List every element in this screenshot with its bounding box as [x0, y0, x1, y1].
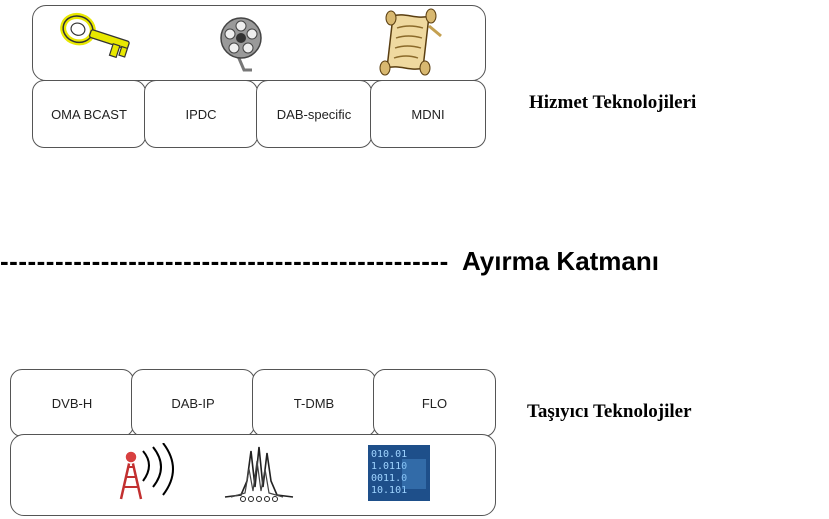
box-flo: FLO [373, 369, 496, 437]
svg-text:10.101: 10.101 [371, 485, 407, 496]
broadcast-antenna-icon [119, 443, 174, 500]
carrier-technologies-label: Taşıyıcı Teknolojiler [527, 401, 692, 422]
key-icon [60, 12, 130, 59]
separation-layer-line: ----------------------------------------… [0, 246, 829, 277]
carrier-icons-panel: 010.01 1.0110 0011.0 10.101 [10, 434, 496, 516]
film-reel-icon [220, 17, 262, 72]
svg-text:010.01: 010.01 [371, 449, 407, 460]
box-oma-bcast: OMA BCAST [32, 80, 146, 148]
service-icons-panel [32, 5, 486, 81]
digital-data-icon: 010.01 1.0110 0011.0 10.101 [368, 445, 430, 501]
service-technologies-label: Hizmet Teknolojileri [529, 92, 697, 113]
box-t-dmb: T-DMB [252, 369, 376, 437]
separator-dashes: ----------------------------------------… [0, 246, 449, 276]
box-mdni: MDNI [370, 80, 486, 148]
signal-spectrum-icon [224, 446, 294, 502]
svg-text:0011.0: 0011.0 [371, 473, 407, 484]
box-dab-ip: DAB-IP [131, 369, 255, 437]
svg-text:1.0110: 1.0110 [371, 461, 407, 472]
box-ipdc: IPDC [144, 80, 258, 148]
scroll-icon [379, 8, 442, 76]
box-dab-specific: DAB-specific [256, 80, 372, 148]
box-dvb-h: DVB-H [10, 369, 134, 437]
separator-label: Ayırma Katmanı [462, 246, 659, 276]
